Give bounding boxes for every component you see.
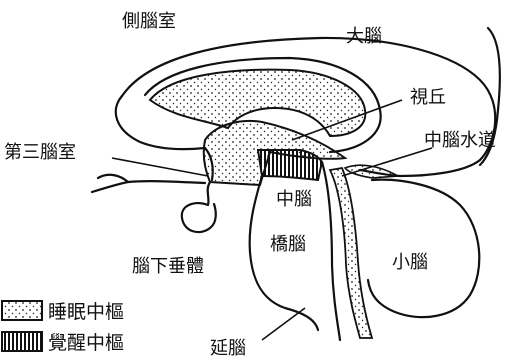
label-cerebrum: 大腦 bbox=[346, 26, 382, 47]
label-cerebellum: 小腦 bbox=[392, 252, 428, 273]
label-midbrain: 中腦 bbox=[276, 189, 312, 210]
legend-label-wake: 覺醒中樞 bbox=[48, 332, 124, 354]
legend: 睡眠中樞 覺醒中樞 bbox=[2, 301, 124, 354]
legend-label-sleep: 睡眠中樞 bbox=[48, 301, 124, 323]
legend-swatch-sleep bbox=[2, 301, 42, 320]
label-pituitary: 腦下垂體 bbox=[132, 256, 204, 277]
label-pons: 橋腦 bbox=[270, 234, 306, 255]
leader-medulla bbox=[262, 308, 305, 340]
pituitary-stalk bbox=[182, 182, 216, 232]
label-third-ventricle: 第三腦室 bbox=[4, 142, 76, 163]
optic-nerve-branch bbox=[98, 175, 128, 182]
label-lateral-ventricle: 側腦室 bbox=[122, 11, 176, 32]
optic-nerve bbox=[92, 181, 205, 192]
wake-center-region bbox=[258, 150, 322, 180]
leader-third-ventricle bbox=[112, 158, 208, 176]
label-thalamus: 視丘 bbox=[410, 87, 446, 108]
cerebellum-outline bbox=[368, 180, 479, 317]
label-medulla: 延腦 bbox=[210, 338, 246, 358]
label-cerebral-aqueduct: 中腦水道 bbox=[424, 130, 496, 151]
legend-swatch-wake bbox=[2, 332, 42, 351]
